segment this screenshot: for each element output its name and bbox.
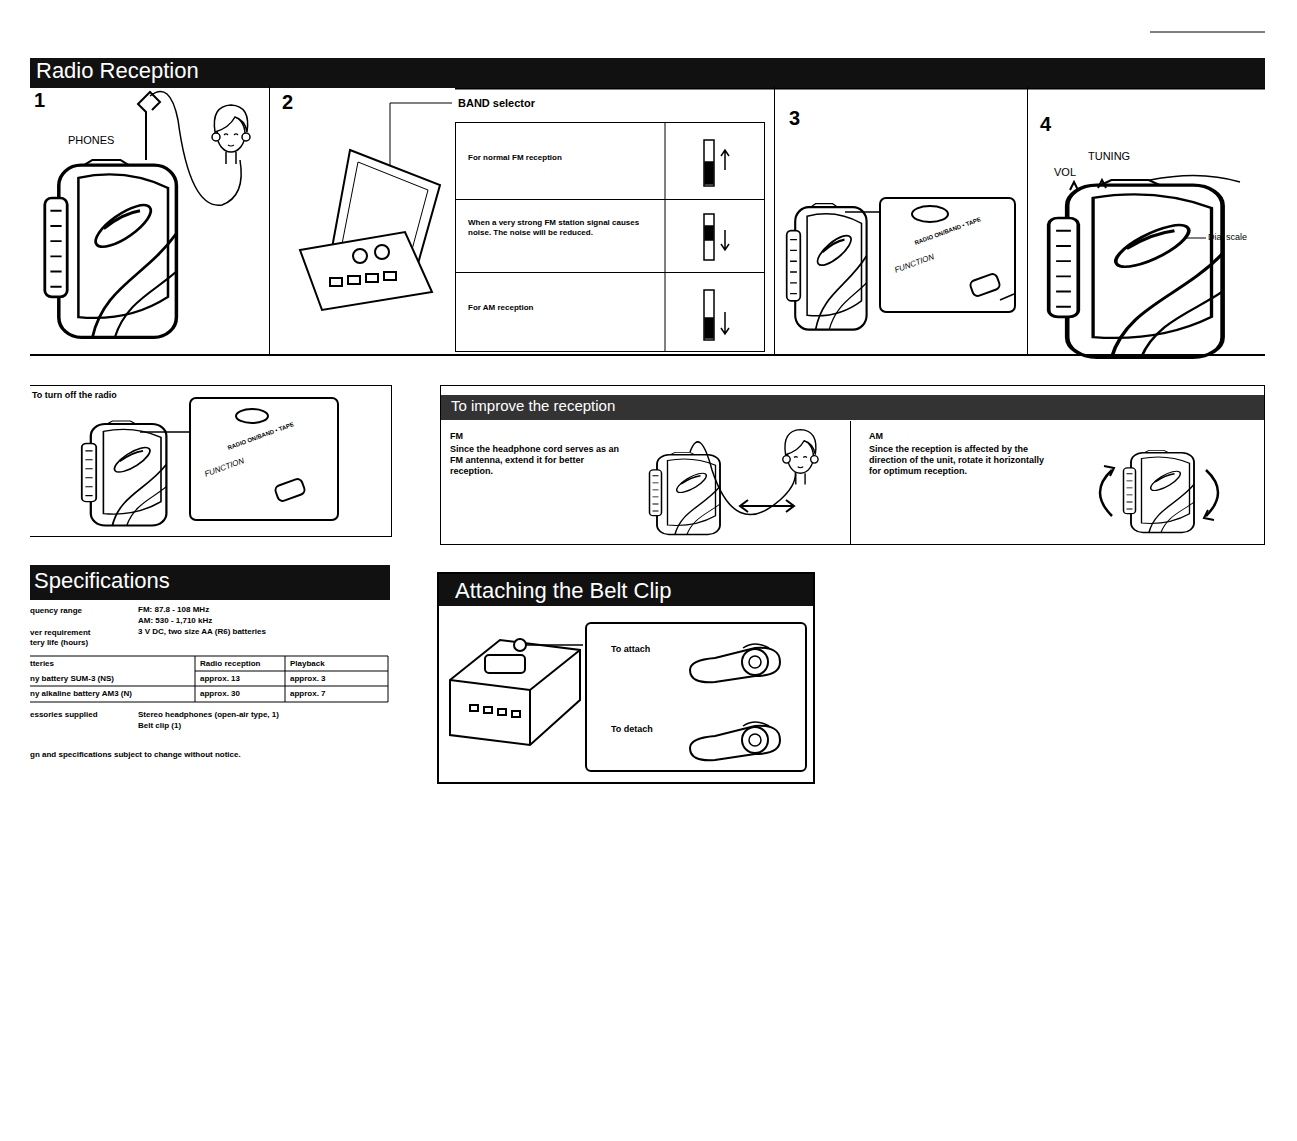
body-text: Since the reception is affected by the d… [869,444,1044,476]
part-label: TUNING [1088,150,1130,163]
step-label: To attach [611,644,650,655]
table-row: When a very strong FM station signal cau… [455,199,765,273]
step-panel: 2 BAND selectorFor normal FM receptionWhe… [270,86,775,356]
table-cell: Playback [290,659,325,669]
row-text: When a very strong FM station signal cau… [468,218,663,237]
spec-name: quency range [30,606,82,616]
section-band: Specifications [30,565,390,600]
radio-open-case [300,103,452,310]
part-label: PHONES [68,134,114,147]
table-cell: approx. 3 [290,674,326,684]
part-label: BAND selector [458,97,535,110]
spec-table-lines [30,656,388,702]
walkman-off [82,398,338,526]
part-label: Dial scale [1208,232,1247,243]
section-band: Radio Reception [30,58,1265,88]
section-heading: Specifications [34,568,170,594]
step-number: 1 [34,88,45,112]
spec-name: ny battery SUM-3 (NS) [30,674,114,684]
row-text: For normal FM reception [468,153,663,163]
section-heading: FM [450,431,463,442]
step-number: 2 [282,90,293,114]
step-panel: 1PHONES [30,86,270,356]
table-cell: Radio reception [200,659,260,669]
spec-name: tery life (hours) [30,638,88,648]
belt-clip-figure [450,639,780,760]
table-cell: approx. 30 [200,689,240,699]
section-heading: Radio Reception [36,58,199,84]
panel-heading: To improve the reception [451,397,615,415]
section-panel: Attaching the Belt Clip To attach To detac… [437,572,815,784]
walkman-phones [45,91,250,337]
table-cell: approx. 7 [290,689,326,699]
spec-value: AM: 530 - 1,710 kHz [138,616,212,626]
step-panel: 4VOL TUNING Dial scale [1028,86,1265,356]
note-panel: To improve the receptionFM Since the head… [440,385,1265,545]
table-cell: approx. 13 [200,674,240,684]
note-panel: To turn off the radio [30,385,392,537]
spec-value: FM: 87.8 - 108 MHz [138,605,209,615]
note-section: AM Since the reception is affected by the… [851,421,1265,545]
row-text: For AM reception [468,303,663,313]
step-number: 3 [789,106,800,130]
step-label: To detach [611,724,653,735]
spec-value: Stereo headphones (open-air type, 1) [138,710,279,720]
spec-name: tteries [30,659,54,669]
header-bar [441,395,1264,420]
spec-name: ver requirement [30,628,90,638]
body-text: Since the headphone cord serves as an FM… [450,444,625,476]
header-bar [439,574,813,606]
table-row: For AM reception [455,272,765,352]
note-text: gn and specifications subject to change … [30,750,241,760]
spec-value: 3 V DC, two size AA (R6) batteries [138,627,266,637]
step-panel: 3 [775,86,1028,356]
walkman-function [787,198,1015,330]
spec-value: Belt clip (1) [138,721,181,731]
note-section: FM Since the headphone cord serves as an … [442,421,851,545]
spec-name: ny alkaline battery AM3 (N) [30,689,132,699]
part-label: VOL [1054,166,1076,179]
step-box: To attach To detach [585,622,807,772]
table-row: For normal FM reception [455,122,765,200]
section-heading: Attaching the Belt Clip [455,578,671,604]
band-switch-icons [704,140,729,340]
fm-antenna-figure [650,430,819,535]
panel-heading: To turn off the radio [32,390,117,401]
spec-name: essories supplied [30,710,98,720]
walkman-tuning [1049,175,1240,357]
am-rotate-figure [1100,450,1218,532]
step-number: 4 [1040,112,1051,136]
section-heading: AM [869,431,883,442]
